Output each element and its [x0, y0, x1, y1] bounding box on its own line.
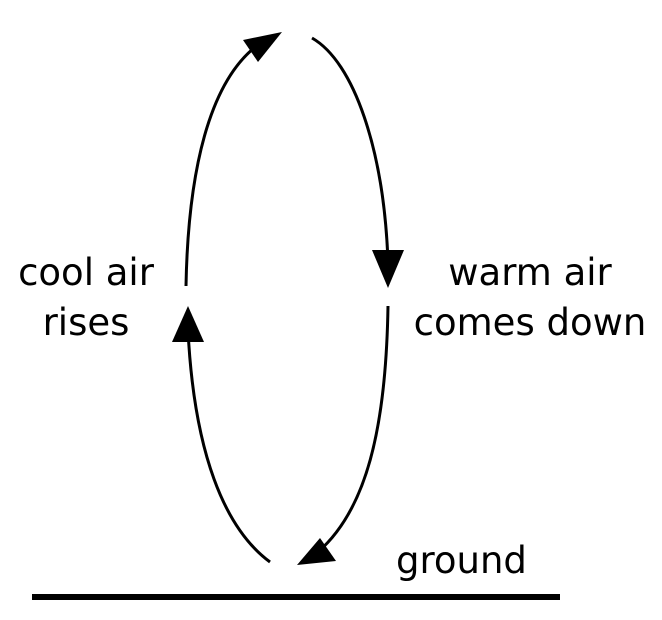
left-label-line-2: rises — [42, 301, 130, 344]
upper-left-arc — [184, 40, 263, 287]
upper-left-arrowhead — [243, 32, 282, 62]
lower-right-arrowhead — [297, 538, 336, 565]
right-label-line-1: warm air — [448, 251, 612, 294]
warm-air-comes-down-label: warm air comes down — [410, 248, 650, 348]
cool-air-rises-label: cool air rises — [8, 248, 164, 348]
ground-label: ground — [396, 539, 527, 582]
right-label-line-2: comes down — [413, 301, 647, 344]
left-label-line-1: cool air — [18, 251, 154, 294]
lower-left-arc — [186, 329, 271, 564]
upper-right-arc — [311, 36, 390, 263]
lower-right-arc — [317, 305, 390, 554]
lower-left-arrowhead — [172, 306, 204, 342]
upper-right-arrowhead — [372, 250, 404, 288]
